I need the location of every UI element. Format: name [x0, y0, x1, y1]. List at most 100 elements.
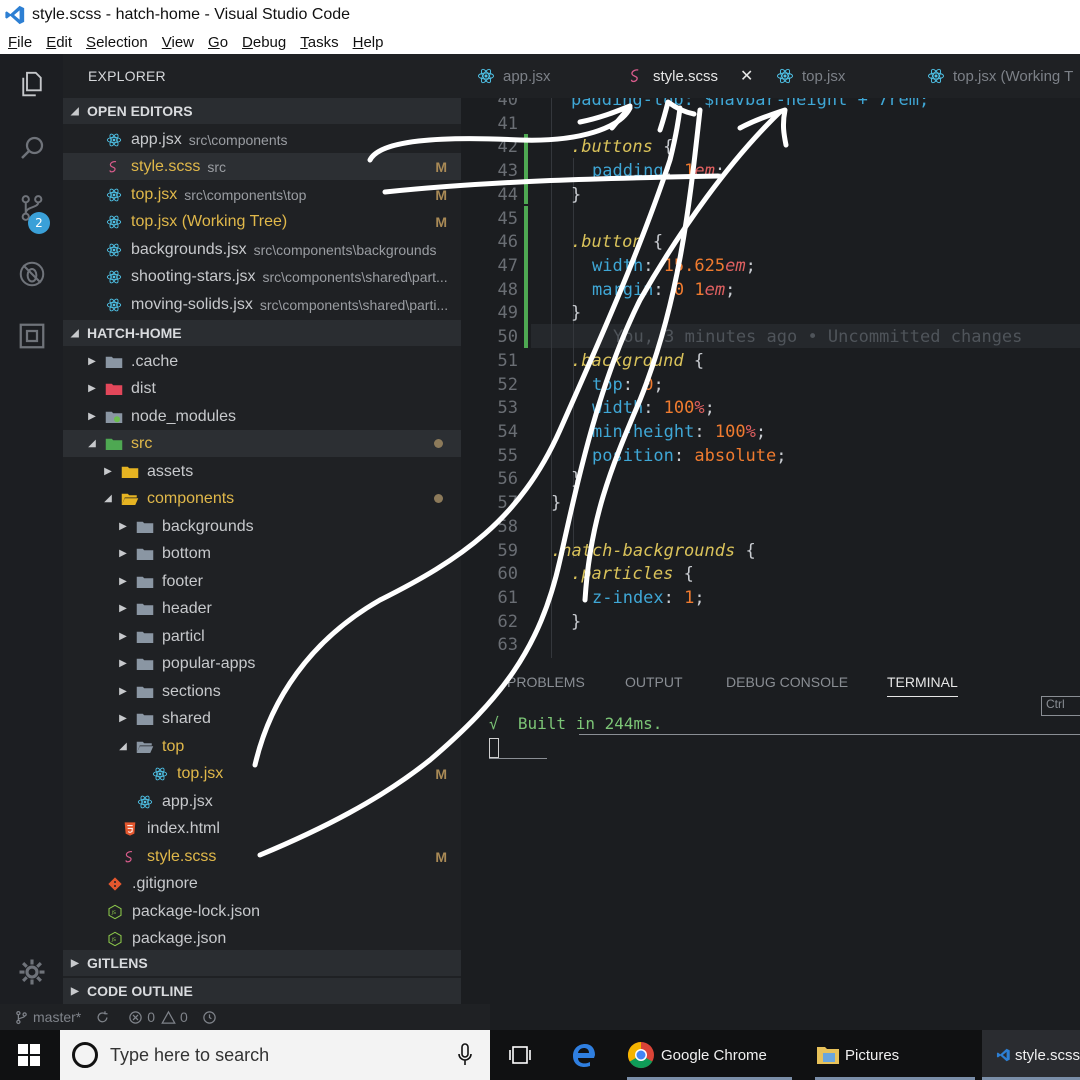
react-icon: [106, 133, 122, 146]
tree-file-package-json[interactable]: JS package.json: [63, 925, 461, 952]
close-icon[interactable]: ✕: [740, 68, 754, 85]
history-button[interactable]: [202, 1010, 221, 1025]
tree-file-style-scss[interactable]: style.scss M: [63, 843, 461, 870]
open-editor-style-scss[interactable]: style.scss src M: [63, 153, 461, 180]
tree-folder-node-modules[interactable]: ▶ node_modules: [63, 403, 461, 430]
open-editor-backgrounds-jsx[interactable]: backgrounds.jsx src\components\backgroun…: [63, 236, 461, 263]
tree-label: header: [162, 599, 212, 617]
windows-start-icon[interactable]: [18, 1044, 40, 1066]
project-label: HATCH-HOME: [87, 325, 182, 341]
menu-selection[interactable]: Selection: [86, 33, 148, 51]
menu-help[interactable]: Help: [352, 33, 384, 51]
file-name: style.scss: [131, 157, 201, 175]
open-editor-top-jsx-working-tree[interactable]: top.jsx (Working Tree) M: [63, 208, 461, 235]
scm-badge: 2: [28, 212, 50, 234]
tab-debug-console[interactable]: DEBUG CONSOLE: [726, 674, 849, 690]
tree-folder-backgrounds[interactable]: ▶ backgrounds: [63, 513, 461, 540]
gitlens-header[interactable]: ▶ GITLENS: [63, 950, 461, 976]
microphone-icon[interactable]: [458, 1042, 472, 1068]
search-activity[interactable]: [16, 132, 48, 164]
git-branch-status[interactable]: master*: [14, 1009, 81, 1025]
open-editor-app-jsx[interactable]: app.jsx src\components: [63, 126, 461, 153]
project-header[interactable]: ◢ HATCH-HOME: [63, 320, 461, 346]
menu-edit[interactable]: Edit: [46, 33, 73, 51]
code-editor[interactable]: 40 41 42 43 44 45 46 47 48 49 50 51 52 5…: [461, 98, 1080, 660]
edge-taskbar-button[interactable]: [570, 1030, 598, 1080]
cortana-icon: [72, 1042, 98, 1068]
tree-file-package-lock-json[interactable]: JS package-lock.json: [63, 898, 461, 925]
value: absolute: [694, 446, 777, 466]
react-icon: [106, 270, 122, 283]
tab-top-jsx-working-tree[interactable]: top.jsx (Working T: [927, 54, 1073, 98]
extensions-activity[interactable]: [16, 320, 48, 352]
tree-folder-cache[interactable]: ▶ .cache: [63, 348, 461, 375]
tree-folder-footer[interactable]: ▶ footer: [63, 568, 461, 595]
folder-pictures-icon: [817, 1047, 839, 1064]
tree-folder-top[interactable]: ◢ top: [63, 733, 461, 760]
tree-folder-particl[interactable]: ▶ particl: [63, 623, 461, 650]
running-indicator: [627, 1077, 792, 1080]
terminal-cursor[interactable]: [489, 738, 499, 758]
tab-output[interactable]: OUTPUT: [625, 674, 683, 690]
menu-view[interactable]: View: [161, 33, 195, 51]
sync-button[interactable]: [95, 1010, 114, 1025]
tree-folder-dist[interactable]: ▶ dist: [63, 375, 461, 402]
debug-activity[interactable]: [16, 258, 48, 290]
problems-status[interactable]: 0 0: [128, 1009, 188, 1025]
svg-text:JS: JS: [111, 937, 116, 943]
tree-folder-bottom[interactable]: ▶ bottom: [63, 540, 461, 567]
tree-file-app-jsx[interactable]: app.jsx: [63, 788, 461, 815]
colon: :: [663, 161, 685, 181]
tree-folder-src[interactable]: ◢ src: [63, 430, 461, 457]
menu-file[interactable]: File: [8, 33, 33, 51]
open-editor-top-jsx[interactable]: top.jsx src\components\top M: [63, 181, 461, 208]
tree-folder-assets[interactable]: ▶ assets: [63, 458, 461, 485]
code-outline-header[interactable]: ▶ CODE OUTLINE: [63, 978, 461, 1004]
task-view-button[interactable]: [508, 1030, 532, 1080]
open-editor-moving-solids-jsx[interactable]: moving-solids.jsx src\components\shared\…: [63, 291, 461, 318]
tree-file-gitignore[interactable]: .gitignore: [63, 870, 461, 897]
open-editor-shooting-stars-jsx[interactable]: shooting-stars.jsx src\components\shared…: [63, 263, 461, 290]
line-number: 62: [497, 612, 518, 632]
chrome-taskbar-button[interactable]: Google Chrome: [627, 1030, 792, 1080]
settings-activity[interactable]: [16, 956, 48, 988]
tree-label: style.scss: [147, 847, 217, 865]
open-editors-header[interactable]: ◢ OPEN EDITORS: [63, 98, 461, 124]
vscode-taskbar-button[interactable]: style.scss: [982, 1030, 1080, 1080]
value: 100: [663, 398, 695, 418]
react-icon: [106, 243, 122, 256]
menu-debug[interactable]: Debug: [242, 33, 287, 51]
terminal-divider: [579, 734, 1080, 735]
tree-file-top-jsx[interactable]: top.jsx M: [63, 760, 461, 787]
tab-terminal[interactable]: TERMINAL: [887, 674, 958, 697]
tree-folder-sections[interactable]: ▶ sections: [63, 678, 461, 705]
menu-go[interactable]: Go: [208, 33, 229, 51]
tab-app-jsx[interactable]: app.jsx: [477, 54, 551, 98]
tab-style-scss[interactable]: style.scss ✕: [627, 54, 753, 98]
pictures-taskbar-button[interactable]: Pictures: [815, 1030, 975, 1080]
modified-dot: [434, 439, 443, 448]
unit: %: [694, 398, 705, 418]
gitlens-label: GITLENS: [87, 955, 148, 971]
colon: :: [694, 422, 715, 442]
tree-folder-header[interactable]: ▶ header: [63, 595, 461, 622]
taskbar-search-box[interactable]: Type here to search: [60, 1030, 490, 1080]
colon: :: [673, 446, 695, 466]
git-added-marker: [524, 134, 528, 204]
explorer-activity[interactable]: [16, 68, 48, 100]
selector: .hatch-backgrounds: [551, 541, 736, 561]
clock-icon: [203, 1010, 216, 1024]
folder-node-icon: [105, 411, 123, 423]
unit: %: [745, 422, 756, 442]
tree-folder-shared[interactable]: ▶ shared: [63, 705, 461, 732]
chevron-right-icon: ▶: [71, 985, 79, 997]
git-icon: [108, 876, 122, 891]
react-icon: [106, 298, 122, 311]
menu-tasks[interactable]: Tasks: [300, 33, 339, 51]
tree-file-index-html[interactable]: index.html: [63, 815, 461, 842]
tab-top-jsx[interactable]: top.jsx: [776, 54, 845, 98]
tree-folder-popular-apps[interactable]: ▶ popular-apps: [63, 650, 461, 677]
tab-problems[interactable]: PROBLEMS: [507, 674, 585, 690]
tree-folder-components[interactable]: ◢ components: [63, 485, 461, 512]
chevron-down-icon: ◢: [88, 438, 96, 449]
